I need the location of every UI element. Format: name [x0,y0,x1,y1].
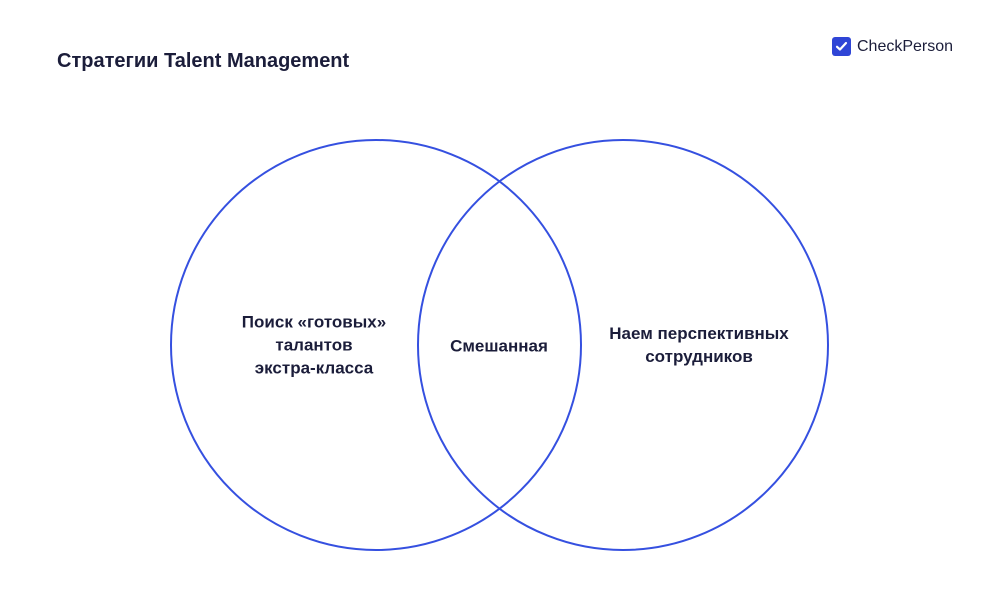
label-line: Поиск «готовых» [241,312,387,332]
logo-text: CheckPerson [857,37,954,55]
venn-circle-left [170,139,582,551]
label-line: Наем перспективных [609,324,789,343]
label-line: экстра-класса [254,358,374,378]
venn-label-center: Смешанная [450,336,548,356]
venn-circle-right [417,139,829,551]
logo: CheckPerson [832,37,953,56]
checkbox-check-icon [832,37,851,56]
label-line: сотрудников [645,347,753,366]
venn-label-left: Поиск «готовых» талантов экстра-класса [242,311,386,380]
label-line: талантов [275,335,353,355]
venn-label-right: Наем перспективных сотрудников [609,322,789,368]
page-title: Стратегии Talent Management [57,50,350,72]
